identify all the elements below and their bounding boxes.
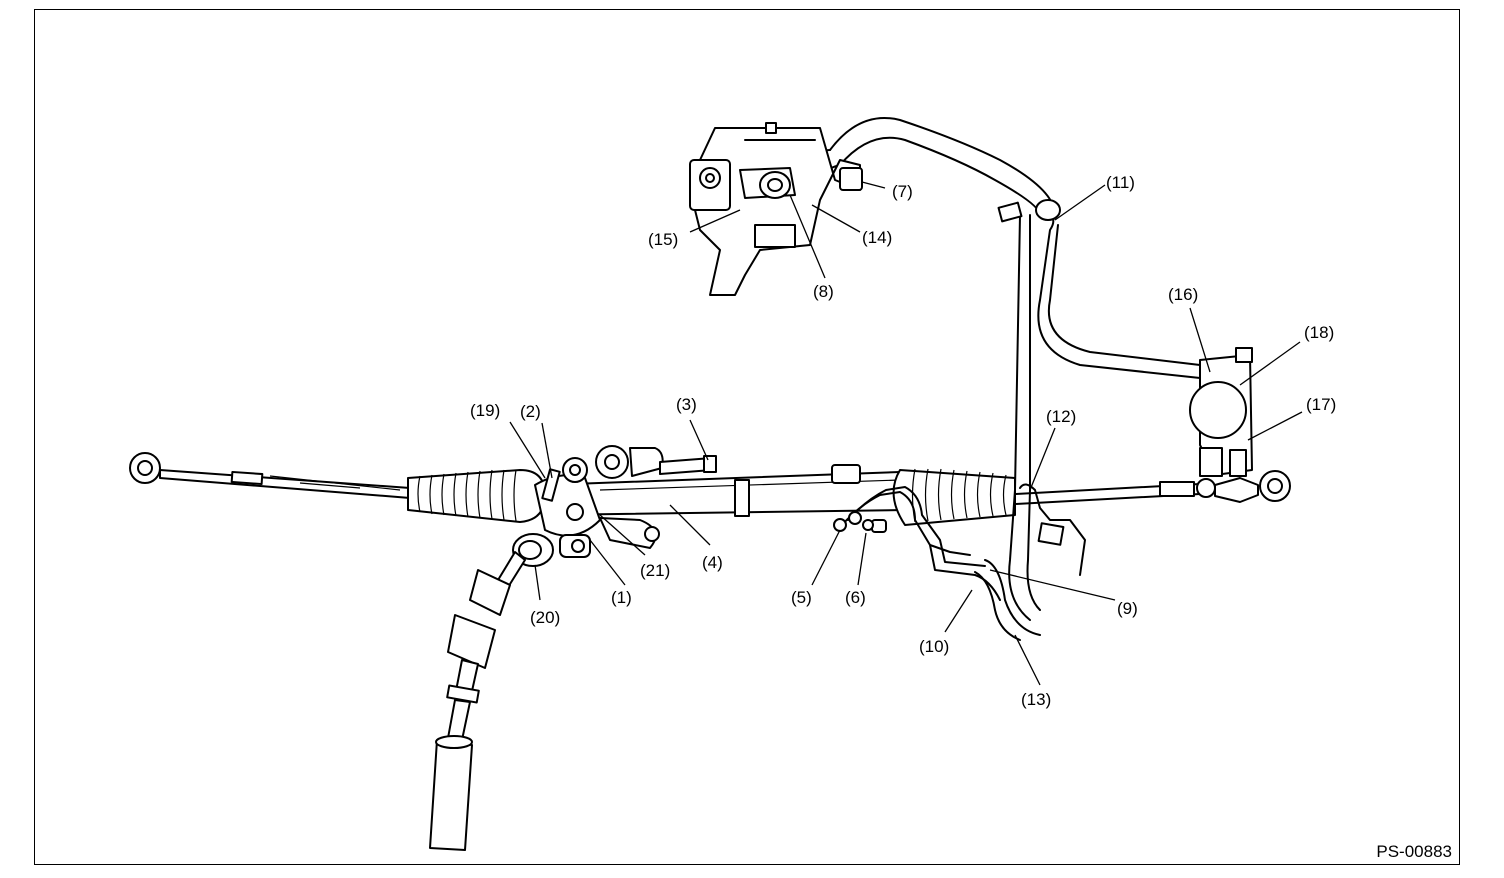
- callout-5: (5): [791, 588, 812, 607]
- figure-id: PS-00883: [1376, 842, 1452, 861]
- callout-2: (2): [520, 402, 541, 421]
- callout-labels: (1) (2) (3) (4) (5) (6) (7) (8) (9) (10)…: [470, 173, 1336, 709]
- callout-4: (4): [702, 553, 723, 572]
- callout-10: (10): [919, 637, 949, 656]
- right-tie-rod: [1014, 470, 1291, 505]
- return-hoses: [974, 201, 1201, 641]
- callout-19: (19): [470, 401, 500, 420]
- callout-15: (15): [648, 230, 678, 249]
- valve-body: [534, 457, 660, 558]
- left-boot: [407, 469, 546, 523]
- callout-7: (7): [892, 182, 913, 201]
- oil-pump: [689, 122, 863, 296]
- callout-17: (17): [1306, 395, 1336, 414]
- callout-13: (13): [1021, 690, 1051, 709]
- diagram-frame: [34, 9, 1460, 865]
- callout-14: (14): [862, 228, 892, 247]
- callout-21: (21): [640, 561, 670, 580]
- leader-lines: [509, 181, 1303, 686]
- callout-16: (16): [1168, 285, 1198, 304]
- left-tie-rod: [129, 452, 411, 499]
- right-boot: [892, 468, 1016, 526]
- callout-12: (12): [1046, 407, 1076, 426]
- callout-11: (11): [1106, 173, 1135, 192]
- callout-1: (1): [611, 588, 632, 607]
- rack-housing: [544, 445, 906, 517]
- reservoir: [1189, 347, 1253, 477]
- callout-6: (6): [845, 588, 866, 607]
- callout-3: (3): [676, 395, 697, 414]
- callout-18: (18): [1304, 323, 1334, 342]
- steering-shaft: [429, 533, 554, 851]
- callout-8: (8): [813, 282, 834, 301]
- callout-20: (20): [530, 608, 560, 627]
- callout-9: (9): [1117, 599, 1138, 618]
